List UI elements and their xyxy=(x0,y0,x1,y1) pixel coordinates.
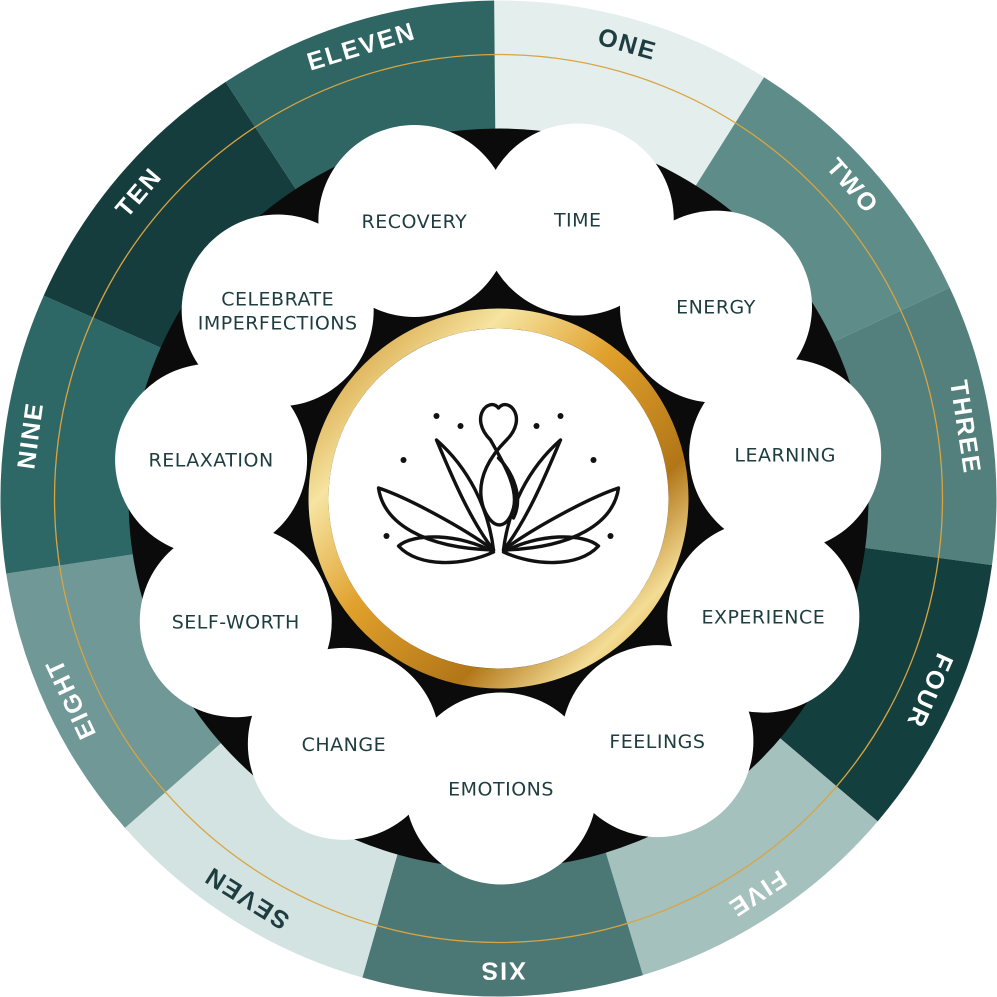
topic-bubble-eleven xyxy=(318,124,511,317)
segment-xis xyxy=(362,847,643,997)
topic-bubble-five xyxy=(561,645,754,838)
topic-bubbles: TIME ENERGY LEARNING EXPERIENCE FEELINGS EMOT… xyxy=(115,123,882,885)
topic-label-xis: EMOTIONS xyxy=(448,778,554,800)
segment-eight xyxy=(6,553,225,828)
topic-label-eleven: RECOVERY xyxy=(362,211,468,233)
topic-label-two: ENERGY xyxy=(676,297,756,319)
topic-label-one: TIME xyxy=(553,210,602,232)
topic-label-three: LEARNING xyxy=(734,445,836,467)
topic-label-five: FEELINGS xyxy=(609,731,705,753)
segment-four xyxy=(776,547,993,822)
segment-label-xis: XIS xyxy=(479,956,526,984)
lotus-yoga-icon xyxy=(376,402,621,565)
topic-bubble-three xyxy=(689,358,882,551)
gold-ring xyxy=(308,308,689,689)
topic-bubble-nine xyxy=(115,363,308,556)
segment-nine xyxy=(0,295,166,574)
topic-bubble-xis xyxy=(405,692,598,885)
topic-label-eight: SELF-WORTH xyxy=(172,611,300,633)
segment-five xyxy=(604,735,878,976)
segment-eleven xyxy=(225,0,496,194)
thin-gold-ring xyxy=(53,53,944,944)
topic-label-seven: CHANGE xyxy=(302,734,387,756)
topic-bubble-two xyxy=(620,210,813,403)
segment-two xyxy=(693,77,950,344)
topic-label-nine: RELAXATION xyxy=(149,450,274,472)
topic-label-four: EXPERIENCE xyxy=(701,607,825,629)
segment-one xyxy=(494,0,765,190)
topic-bubble-one xyxy=(481,123,674,316)
inner-white-circle xyxy=(328,328,669,669)
topic-bubble-ten xyxy=(181,214,374,407)
segment-ten xyxy=(43,81,299,350)
topic-bubble-eight xyxy=(139,525,332,718)
segment-seven xyxy=(124,739,399,978)
